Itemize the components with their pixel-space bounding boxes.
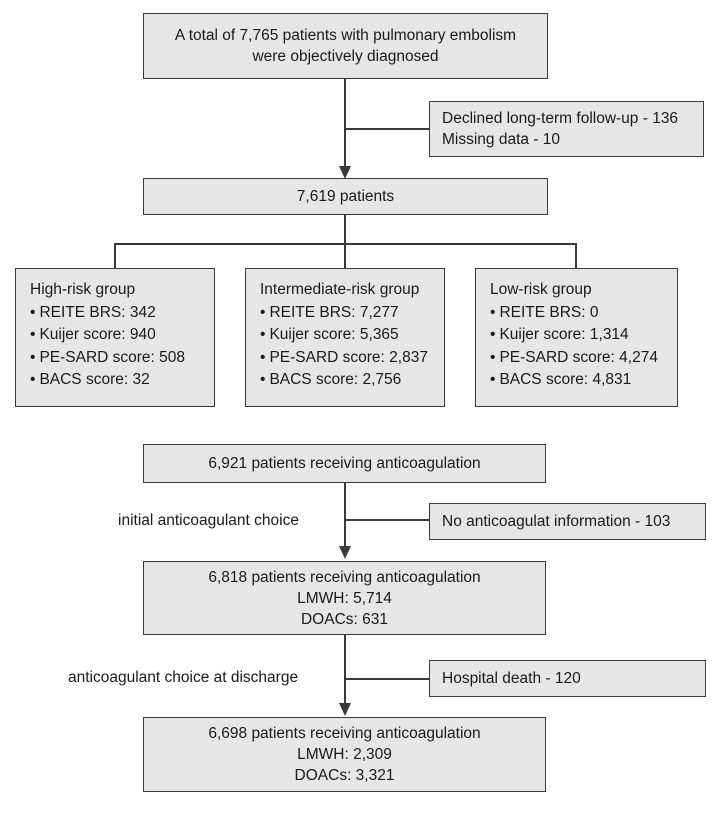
low-risk-item: PE-SARD score: 4,274 xyxy=(490,347,677,370)
connector-exclusion-info xyxy=(345,519,430,521)
box-total-diagnosed: A total of 7,765 patients with pulmonary… xyxy=(143,13,548,79)
arrow-to-total-icon xyxy=(339,166,351,179)
low-risk-item: Kuijer score: 1,314 xyxy=(490,324,677,347)
intermediate-risk-item: Kuijer score: 5,365 xyxy=(260,324,444,347)
exclusion-declined: Declined long-term follow-up - 136 xyxy=(442,110,679,127)
anticoag-end-line1: 6,698 patients receiving anticoagulation xyxy=(208,725,481,742)
box-anticoag-end: 6,698 patients receiving anticoagulation… xyxy=(143,717,546,792)
total-diagnosed-line1: A total of 7,765 patients with pulmonary… xyxy=(174,27,517,44)
box-exclusion-info: No anticoagulat information - 103 xyxy=(429,503,706,540)
anticoag-mid-line2: LMWH: 5,714 xyxy=(297,589,392,607)
exclusion-death-text: Hospital death - 120 xyxy=(442,670,581,687)
box-total-patients: 7,619 patients xyxy=(143,178,548,215)
connector-total-down xyxy=(344,214,346,244)
high-risk-item: BACS score: 32 xyxy=(30,369,214,392)
box-intermediate-risk: Intermediate-risk group REITE BRS: 7,277… xyxy=(245,268,445,407)
label-initial-choice: initial anticoagulant choice xyxy=(118,512,299,529)
box-exclusion-followup: Declined long-term follow-up - 136 Missi… xyxy=(429,101,704,157)
arrow-to-mid-icon xyxy=(339,546,351,559)
connector-top-to-total xyxy=(344,78,346,168)
box-high-risk: High-risk group REITE BRS: 342 Kuijer sc… xyxy=(15,268,215,407)
high-risk-item: PE-SARD score: 508 xyxy=(30,347,214,370)
intermediate-risk-item: BACS score: 2,756 xyxy=(260,369,444,392)
anticoag-mid-line1: 6,818 patients receiving anticoagulation xyxy=(208,568,481,586)
box-low-risk: Low-risk group REITE BRS: 0 Kuijer score… xyxy=(475,268,678,407)
high-risk-item: REITE BRS: 342 xyxy=(30,302,214,325)
connector-to-intermediate-risk xyxy=(344,243,346,269)
connector-start-to-mid xyxy=(344,482,346,546)
low-risk-title: Low-risk group xyxy=(490,281,592,298)
intermediate-risk-title: Intermediate-risk group xyxy=(260,281,420,298)
connector-mid-to-end xyxy=(344,634,346,704)
box-anticoag-start: 6,921 patients receiving anticoagulation xyxy=(143,444,546,483)
label-discharge-choice: anticoagulant choice at discharge xyxy=(68,669,299,686)
low-risk-item: REITE BRS: 0 xyxy=(490,302,677,325)
connector-to-low-risk xyxy=(575,243,577,269)
total-diagnosed-line2: were objectively diagnosed xyxy=(252,48,439,65)
intermediate-risk-item: REITE BRS: 7,277 xyxy=(260,302,444,325)
box-exclusion-death: Hospital death - 120 xyxy=(429,660,706,697)
high-risk-item: Kuijer score: 940 xyxy=(30,324,214,347)
connector-exclusion-1 xyxy=(345,128,430,130)
box-anticoag-mid: 6,818 patients receiving anticoagulation… xyxy=(143,561,546,635)
anticoag-end-line3: DOACs: 3,321 xyxy=(294,767,395,784)
connector-to-high-risk xyxy=(114,243,116,269)
intermediate-risk-item: PE-SARD score: 2,837 xyxy=(260,347,444,370)
anticoag-start-text: 6,921 patients receiving anticoagulation xyxy=(208,455,481,472)
exclusion-missing: Missing data - 10 xyxy=(442,131,561,148)
arrow-to-end-icon xyxy=(339,703,351,716)
total-patients-text: 7,619 patients xyxy=(296,188,395,205)
anticoag-end-line2: LMWH: 2,309 xyxy=(297,746,392,763)
exclusion-info-text: No anticoagulat information - 103 xyxy=(442,513,671,530)
high-risk-title: High-risk group xyxy=(30,281,136,298)
low-risk-item: BACS score: 4,831 xyxy=(490,369,677,392)
connector-exclusion-death xyxy=(345,678,430,680)
anticoag-mid-line3: DOACs: 631 xyxy=(300,610,388,628)
